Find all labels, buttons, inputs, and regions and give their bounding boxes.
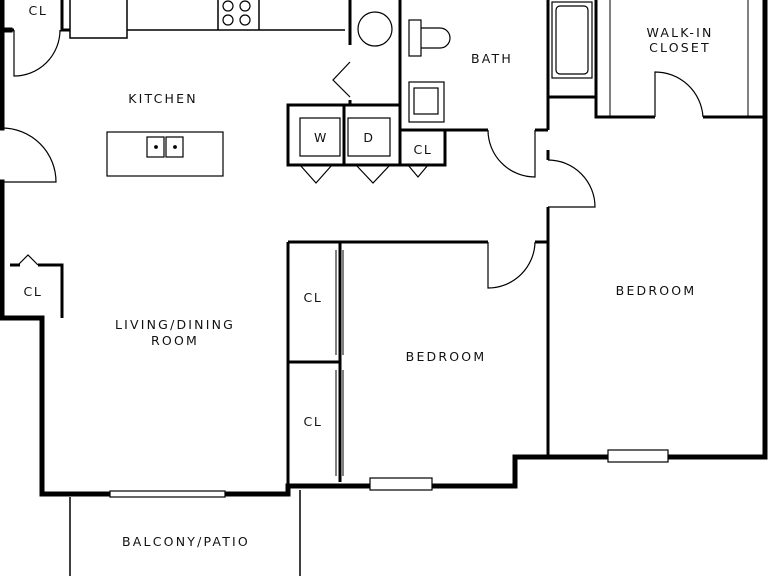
dryer-label: D	[363, 130, 374, 145]
living-dining-label-line1: LIVING/DINING	[115, 317, 235, 332]
windows	[109, 449, 669, 498]
balcony-patio-label: BALCONY/PATIO	[122, 534, 250, 549]
walkin-closet-label-line2: CLOSET	[649, 40, 711, 55]
washer-label: W	[314, 130, 328, 145]
exterior-walls	[0, 0, 768, 497]
closet-sliding-doors	[335, 250, 344, 476]
closet-left-wall-label: CL	[24, 284, 43, 299]
interior-walls	[10, 0, 765, 486]
closet-laundry-label: CL	[414, 142, 433, 157]
bath-label: BATH	[471, 51, 513, 66]
bedroom-right-label: BEDROOM	[616, 283, 697, 298]
balcony-outline	[69, 490, 301, 576]
closet-bedroom-upper-label: CL	[304, 290, 323, 305]
bedroom-center-label: BEDROOM	[406, 349, 487, 364]
room-labels: KITCHEN BATH WALK-IN CLOSET LIVING/DININ…	[24, 3, 713, 549]
fixtures	[106, 0, 749, 177]
door-swings	[1, 29, 704, 289]
kitchen-label: KITCHEN	[128, 91, 198, 106]
living-dining-label-line2: ROOM	[151, 333, 199, 348]
closet-top-left-label: CL	[29, 3, 48, 18]
closet-bedroom-lower-label: CL	[304, 414, 323, 429]
walkin-closet-label-line1: WALK-IN	[646, 25, 713, 40]
